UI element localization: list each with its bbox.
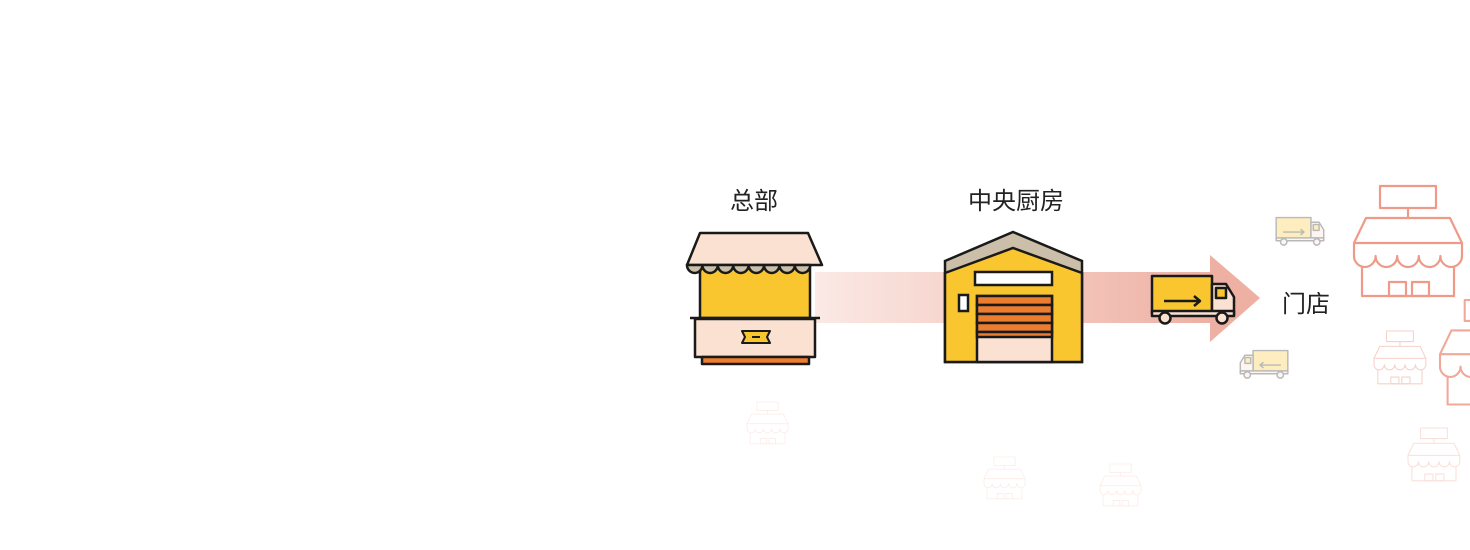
delivery-truck-icon — [1150, 274, 1236, 325]
store-outline-icon — [1373, 330, 1427, 385]
delivery-truck-faded-icon — [1275, 216, 1325, 246]
central-kitchen-warehouse-icon — [943, 230, 1084, 364]
store-outline-icon — [983, 456, 1026, 500]
store-outline-icon — [1407, 427, 1461, 482]
store-outline-icon — [746, 401, 789, 445]
store-outline-icon — [1099, 463, 1142, 507]
central-kitchen-label: 中央厨房 — [968, 187, 1064, 215]
stores-label: 门店 — [1282, 290, 1330, 318]
headquarters-store-icon — [685, 231, 824, 366]
headquarters-label: 总部 — [730, 187, 778, 215]
store-outline-icon — [1352, 184, 1464, 298]
store-outline-icon — [1438, 298, 1470, 406]
return-truck-faded-icon — [1239, 349, 1289, 379]
